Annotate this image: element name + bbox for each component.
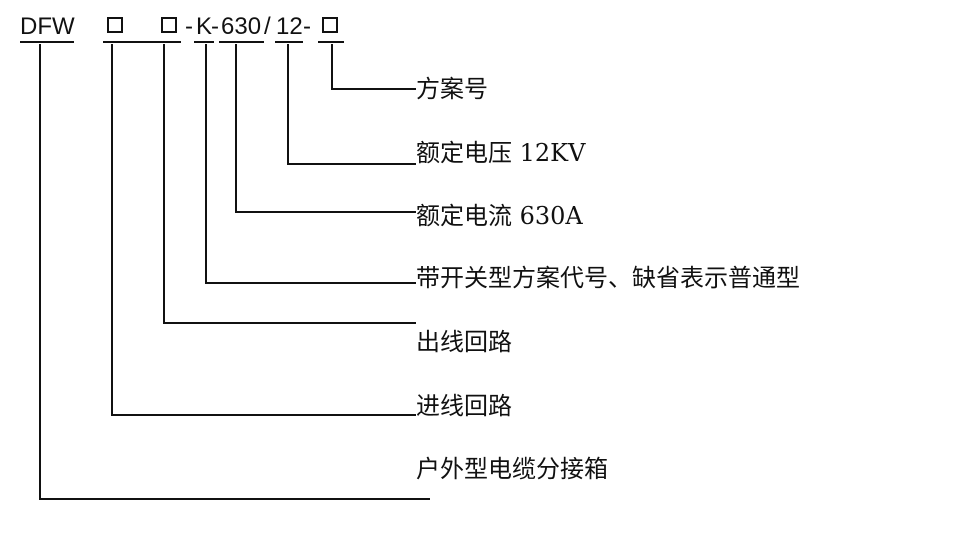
leader-outdoor-cable-box xyxy=(39,44,430,500)
label-rated-current: 额定电流 630A xyxy=(416,202,583,230)
label-rated-voltage: 额定电压 12KV xyxy=(416,139,586,167)
incoming-circuit-placeholder xyxy=(107,17,123,33)
label-outgoing-circuit: 出线回路 xyxy=(416,328,512,356)
code-slash: / xyxy=(264,13,271,40)
outgoing-circuit-placeholder xyxy=(161,17,177,33)
label-incoming-circuit: 进线回路 xyxy=(416,392,512,420)
label-outdoor-cable-box: 户外型电缆分接箱 xyxy=(416,455,608,483)
leader-outgoing-circuit xyxy=(163,44,416,324)
code-rated-voltage: 12 xyxy=(276,13,303,40)
label-switch-type: 带开关型方案代号、缺省表示普通型 xyxy=(416,264,800,292)
code-switch-type: K xyxy=(196,13,213,40)
leader-switch-type xyxy=(205,44,416,284)
code-underline-voltage xyxy=(275,41,303,43)
code-underline-current xyxy=(219,41,264,43)
leader-rated-current xyxy=(235,44,416,213)
code-underline-prefix xyxy=(20,41,74,43)
leader-scheme-number xyxy=(331,44,416,90)
code-dash-1: - xyxy=(185,13,193,40)
code-underline-switch xyxy=(194,41,214,43)
leader-rated-voltage xyxy=(287,44,416,165)
code-dash-2: - xyxy=(211,13,219,40)
code-dash-3: - xyxy=(303,13,311,40)
code-rated-current: 630 xyxy=(221,13,262,40)
code-prefix: DFW xyxy=(20,13,75,40)
leader-incoming-circuit xyxy=(111,44,416,416)
label-scheme-number: 方案号 xyxy=(416,75,488,103)
code-underline-boxes xyxy=(103,41,181,43)
code-underline-scheme xyxy=(318,41,344,43)
scheme-number-placeholder xyxy=(322,17,338,33)
